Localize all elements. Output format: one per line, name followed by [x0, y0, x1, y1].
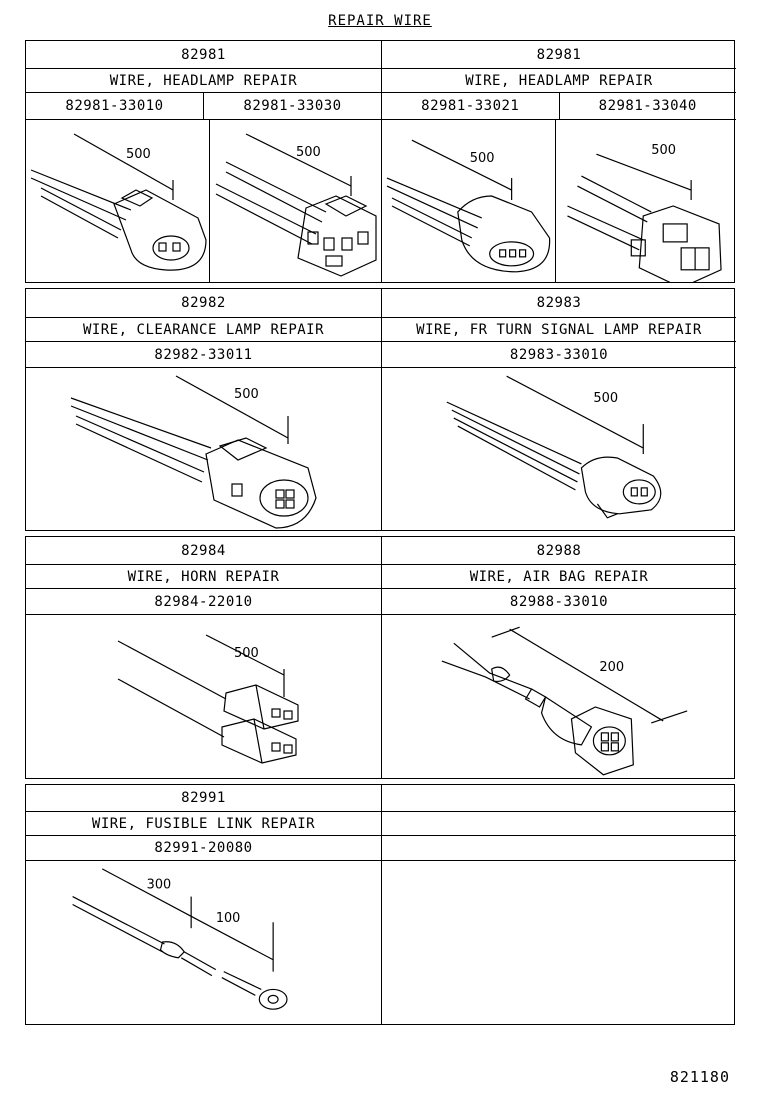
connector-illustration: 300 100: [72, 868, 288, 1010]
part-number-link[interactable]: 82982-33011: [26, 342, 381, 368]
dimension-label: 500: [234, 646, 259, 661]
connector-illustration: 500: [446, 375, 662, 519]
connector-illustration: 500 500: [386, 139, 722, 282]
part-group-label: 82988: [382, 537, 736, 565]
figure-headlamp-connectors: 500 500: [382, 120, 736, 282]
diagram-code: 821180: [669, 1068, 730, 1086]
connector-illustration: 500: [70, 375, 317, 529]
panel-horn-airbag-repair: 82984 WIRE, HORN REPAIR 82984-22010 500 …: [25, 536, 736, 779]
dimension-label: 500: [234, 387, 259, 402]
dimension-label: 500: [126, 147, 151, 162]
section-82988: 82988 WIRE, AIR BAG REPAIR 82988-33010 2…: [381, 537, 736, 778]
panel-headlamp-repair: 82981 WIRE, HEADLAMP REPAIR 82981-33010 …: [25, 40, 736, 283]
part-name-label: WIRE, HEADLAMP REPAIR: [382, 69, 736, 93]
part-number-link[interactable]: 82981-33030: [203, 93, 381, 119]
section-82981-left: 82981 WIRE, HEADLAMP REPAIR 82981-33010 …: [26, 41, 381, 282]
dimension-label: 100: [216, 911, 241, 926]
figure-turn-signal-connector: 500: [382, 368, 736, 530]
dimension-label: 200: [599, 660, 624, 675]
part-number-link[interactable]: 82988-33010: [382, 589, 736, 615]
figure-clearance-lamp-connector: 500: [26, 368, 381, 530]
dimension-label: 300: [147, 878, 172, 893]
part-group-label: 82981: [26, 41, 381, 69]
part-number-link[interactable]: 82984-22010: [26, 589, 381, 615]
part-number-link[interactable]: 82983-33010: [382, 342, 736, 368]
part-group-label: 82981: [382, 41, 736, 69]
part-name-label: WIRE, AIR BAG REPAIR: [382, 565, 736, 589]
part-group-label: 82983: [382, 289, 736, 318]
connector-illustration: 500: [117, 634, 299, 764]
panel-lamp-repair: 82982 WIRE, CLEARANCE LAMP REPAIR 82982-…: [25, 288, 736, 531]
part-group-label: 82984: [26, 537, 381, 565]
part-number-link[interactable]: 82991-20080: [26, 836, 381, 861]
part-number-link[interactable]: 82981-33021: [421, 98, 520, 114]
page-title: REPAIR WIRE: [328, 13, 432, 29]
section-empty: [381, 785, 736, 1024]
dimension-label: 500: [593, 391, 618, 406]
figure-airbag-connector: 200: [382, 615, 736, 778]
figure-headlamp-connectors: 500 500: [26, 120, 381, 282]
part-name-label: WIRE, HEADLAMP REPAIR: [26, 69, 381, 93]
section-82991: 82991 WIRE, FUSIBLE LINK REPAIR 82991-20…: [26, 785, 381, 1024]
part-name-label: WIRE, HORN REPAIR: [26, 565, 381, 589]
part-name-label: [382, 812, 736, 836]
part-number-link: [382, 836, 736, 861]
figure-fusible-link: 300 100: [26, 861, 381, 1024]
part-name-label: WIRE, CLEARANCE LAMP REPAIR: [26, 318, 381, 342]
section-82983: 82983 WIRE, FR TURN SIGNAL LAMP REPAIR 8…: [381, 289, 736, 530]
connector-illustration: 200: [441, 626, 688, 776]
part-group-label: 82982: [26, 289, 381, 318]
part-group-label: 82991: [26, 785, 381, 812]
section-82984: 82984 WIRE, HORN REPAIR 82984-22010 500: [26, 537, 381, 778]
dimension-label: 500: [470, 151, 495, 166]
part-number-link[interactable]: 82981-33010: [65, 98, 164, 114]
dimension-label: 500: [296, 145, 321, 160]
part-number-link[interactable]: 82981-33040: [558, 93, 737, 119]
section-82981-right: 82981 WIRE, HEADLAMP REPAIR 82981-33021 …: [381, 41, 736, 282]
figure-horn-terminals: 500: [26, 615, 381, 778]
dimension-label: 500: [651, 143, 676, 158]
section-82982: 82982 WIRE, CLEARANCE LAMP REPAIR 82982-…: [26, 289, 381, 530]
part-name-label: WIRE, FUSIBLE LINK REPAIR: [26, 812, 381, 836]
part-name-label: WIRE, FR TURN SIGNAL LAMP REPAIR: [382, 318, 736, 342]
connector-illustration: 500 500: [30, 133, 377, 277]
panel-fusible-link-repair: 82991 WIRE, FUSIBLE LINK REPAIR 82991-20…: [25, 784, 736, 1025]
part-group-label: [382, 785, 736, 812]
